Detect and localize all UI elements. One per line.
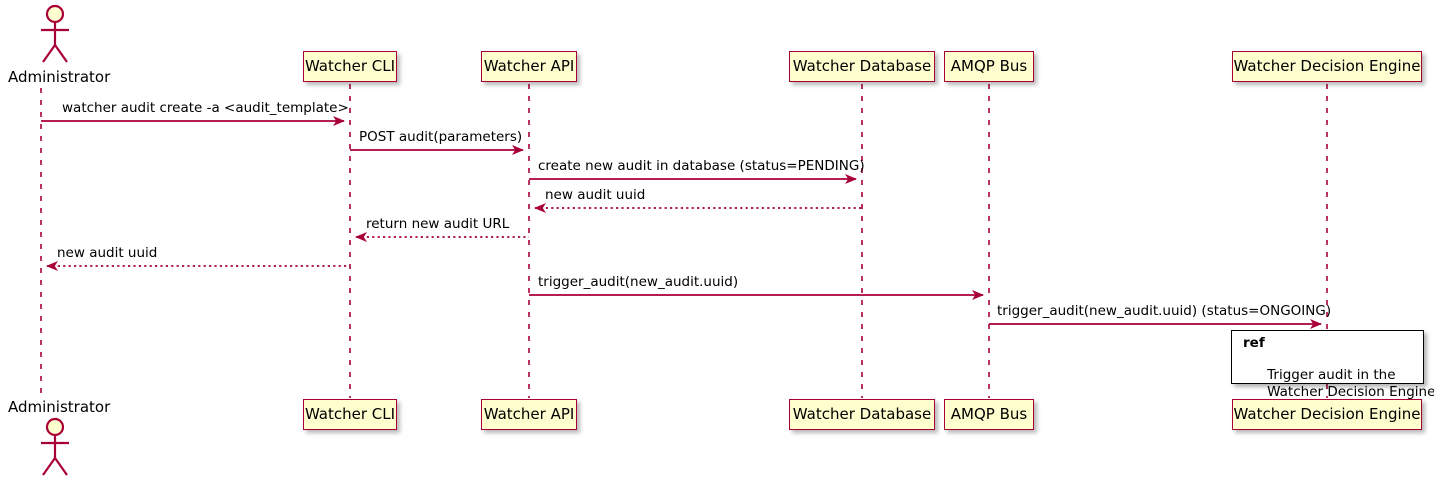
participant-label: Watcher Decision Engine bbox=[1233, 405, 1421, 423]
participant-label: Watcher CLI bbox=[304, 405, 396, 423]
message-label-1: watcher audit create -a <audit_template> bbox=[62, 100, 349, 116]
message-label-5: return new audit URL bbox=[366, 216, 510, 232]
message-text: return new audit URL bbox=[366, 216, 510, 232]
message-label-6: new audit uuid bbox=[57, 245, 158, 261]
ref-body-text: Trigger audit in the bbox=[1267, 367, 1396, 383]
participant-box-watcher-cli-bottom[interactable]: Watcher CLI bbox=[303, 399, 397, 430]
participant-box-watcher-api-bottom[interactable]: Watcher API bbox=[481, 399, 577, 430]
ref-body-text: Watcher Decision Engine bbox=[1267, 384, 1434, 400]
message-label-3: create new audit in database (status=PEN… bbox=[538, 158, 865, 174]
participant-box-watcher-cli-top[interactable]: Watcher CLI bbox=[303, 51, 397, 82]
participant-box-watcher-database-top[interactable]: Watcher Database bbox=[789, 51, 935, 82]
participant-box-watcher-api-top[interactable]: Watcher API bbox=[481, 51, 577, 82]
message-label-8: trigger_audit(new_audit.uuid) (status=ON… bbox=[997, 303, 1332, 319]
participant-label: AMQP Bus bbox=[950, 405, 1028, 423]
ref-tab-text: ref bbox=[1243, 335, 1265, 351]
ref-fragment-box bbox=[1231, 330, 1424, 384]
participant-box-watcher-database-bottom[interactable]: Watcher Database bbox=[789, 399, 935, 430]
actor-name: Administrator bbox=[8, 68, 111, 86]
message-text: new audit uuid bbox=[57, 245, 158, 261]
message-text: POST audit(parameters) bbox=[359, 129, 523, 145]
ref-fragment-tab-label: ref bbox=[1243, 335, 1265, 351]
participant-box-amqp-bus-top[interactable]: AMQP Bus bbox=[944, 51, 1034, 82]
participant-label: Watcher API bbox=[483, 405, 575, 423]
message-text: trigger_audit(new_audit.uuid) bbox=[538, 274, 739, 290]
message-text: trigger_audit(new_audit.uuid) (status=ON… bbox=[997, 303, 1332, 319]
participant-box-watcher-decision-engine-top[interactable]: Watcher Decision Engine bbox=[1232, 51, 1422, 82]
participant-box-amqp-bus-bottom[interactable]: AMQP Bus bbox=[944, 399, 1034, 430]
message-text: watcher audit create -a <audit_template> bbox=[62, 100, 349, 116]
participant-label: Watcher CLI bbox=[304, 57, 396, 75]
actor-label-administrator-bottom: Administrator bbox=[8, 400, 110, 415]
participant-label: Watcher Decision Engine bbox=[1233, 57, 1421, 75]
lifelines-group bbox=[40, 84, 1328, 398]
message-text: new audit uuid bbox=[545, 187, 646, 203]
actor-administrator-bottom-icon bbox=[41, 417, 69, 476]
actor-label-administrator-top: Administrator bbox=[8, 70, 110, 85]
actor-administrator-top-icon bbox=[41, 4, 69, 63]
message-label-7: trigger_audit(new_audit.uuid) bbox=[538, 274, 739, 290]
ref-fragment-line-2: Watcher Decision Engine bbox=[1250, 367, 1434, 418]
actor-name: Administrator bbox=[8, 398, 111, 416]
messages-group bbox=[41, 116, 1322, 329]
participant-label: Watcher API bbox=[483, 57, 575, 75]
participant-box-watcher-decision-engine-bottom[interactable]: Watcher Decision Engine bbox=[1232, 399, 1422, 430]
message-text: create new audit in database (status=PEN… bbox=[538, 158, 865, 174]
participant-label: AMQP Bus bbox=[950, 57, 1028, 75]
message-label-4: new audit uuid bbox=[545, 187, 646, 203]
ref-fragment-line-1: Trigger audit in the bbox=[1250, 350, 1396, 401]
message-label-2: POST audit(parameters) bbox=[359, 129, 523, 145]
participant-label: Watcher Database bbox=[792, 405, 932, 423]
participant-label: Watcher Database bbox=[792, 57, 932, 75]
